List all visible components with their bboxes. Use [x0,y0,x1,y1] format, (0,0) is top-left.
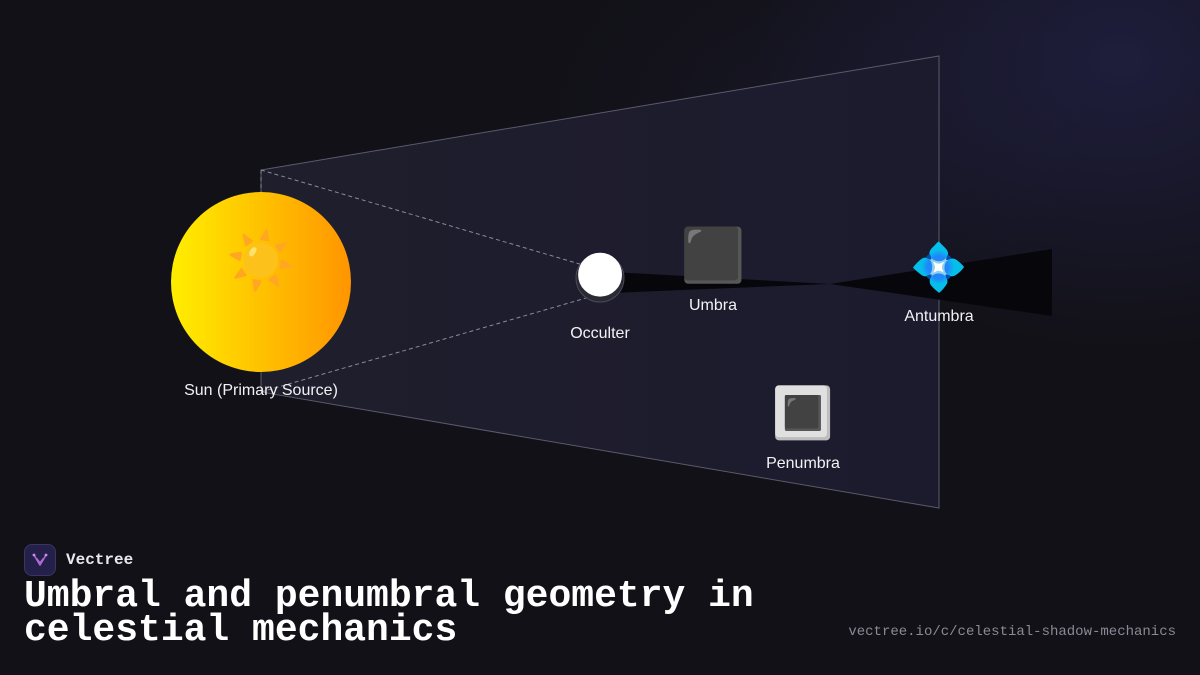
vectree-logo-icon [24,544,56,576]
penumbra-label: Penumbra [766,455,840,472]
umbra-label: Umbra [688,297,738,314]
occulter-disk [575,253,625,303]
upper-tangent-ray [260,169,601,271]
diamond-with-dot-emoji-icon: 💠 [910,240,968,294]
occulter-label: Occulter [570,325,630,342]
new-moon-emoji-icon: 🌑 [573,247,627,305]
sun-disk [171,192,351,372]
page-title: Umbral and penumbral geometry in celesti… [24,575,754,652]
black-square-emoji-icon: ⬛ [680,226,746,286]
brand-name: Vectree [66,551,134,569]
sun-emoji-icon: ☀️ [226,229,296,294]
square-button-emoji-icon: 🔳 [771,384,835,442]
umbra-cone [612,249,1052,316]
source-url[interactable]: vectree.io/c/celestial-shadow-mechanics [848,624,1176,640]
brand: Vectree [24,544,133,576]
antumbra-label: Antumbra [904,308,974,325]
lower-tangent-ray [260,293,601,393]
sun-label: Sun (Primary Source) [184,382,338,399]
